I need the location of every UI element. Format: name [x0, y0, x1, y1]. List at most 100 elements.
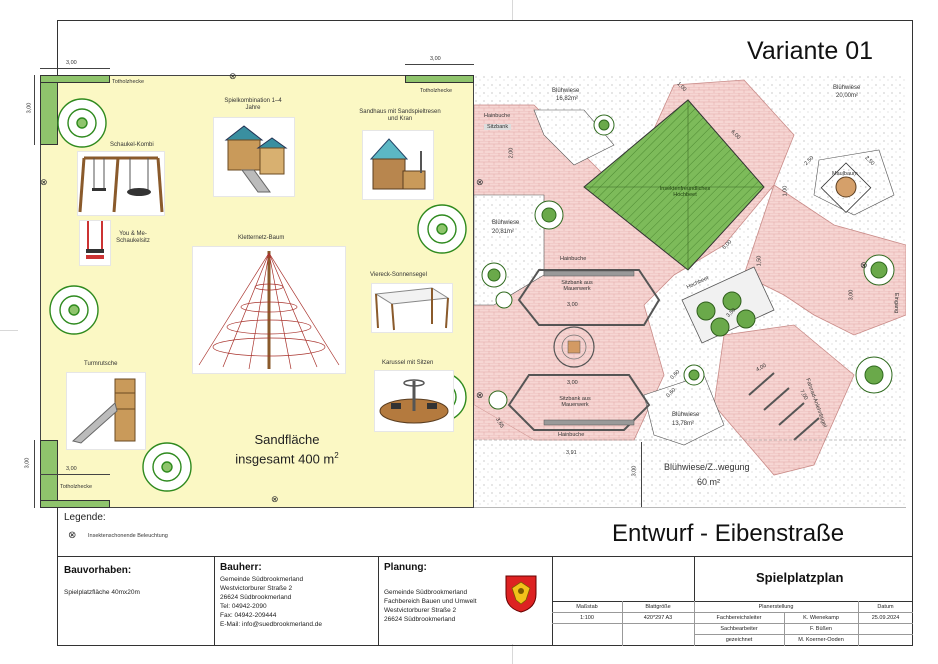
dim-bottom-v: 3,00 — [24, 457, 31, 469]
tb-hline-1 — [552, 601, 913, 602]
dim-line-top-right — [405, 64, 474, 65]
tb-r1-date: 25.09.2024 — [871, 615, 900, 621]
label-hainbuche-3: Hainbuche — [558, 432, 585, 438]
dim-line-bottom-v — [34, 440, 35, 508]
tb-table-col-line — [858, 601, 859, 646]
tb-divider-2 — [378, 556, 379, 646]
legend-title: Legende: — [64, 512, 106, 523]
dim-line-top-left — [40, 68, 110, 69]
tb-r3-label: gezeichnet — [725, 637, 753, 643]
dim-200: 2,00 — [508, 147, 515, 159]
hedge-label-bottom-left: Totholzhecke — [60, 484, 93, 490]
label-hainbuche-2: Hainbuche — [560, 256, 587, 262]
label-eingang: Eingang — [893, 292, 900, 314]
hedge-label-top-left: Totholzhecke — [112, 79, 145, 85]
sand-area-line2-wrap: insgesamt 400 m2 — [222, 448, 352, 467]
equipment-schaukel-label: Schaukel-Kombi — [110, 142, 154, 148]
hedge-strip-top-left — [40, 75, 110, 83]
tb-planung-label: Planung: — [384, 562, 427, 573]
tb-table-col-line — [622, 601, 623, 646]
sand-area-sup: 2 — [334, 451, 339, 460]
light-marker-bottom: ⊗ — [271, 494, 279, 504]
equipment-karussell-image — [374, 370, 454, 432]
tb-plan-title: Spielplatzplan — [756, 570, 844, 585]
label-bluehwiese-2: Blühwiese — [833, 85, 861, 91]
equipment-you-me-label: You & Me-Schaukelsitz — [116, 231, 150, 244]
tb-bauherr-line: Tel: 04942-2090 — [220, 603, 267, 610]
tb-v-massstab: 1:100 — [580, 615, 594, 621]
label-bluehwiese-4: Blühwiese — [672, 412, 700, 418]
equipment-turmrutsche-image — [66, 372, 146, 450]
tb-h-blattgroesse: Blattgröße — [645, 604, 671, 610]
page-subtitle: Entwurf - Eibenstraße — [612, 520, 845, 547]
hedge-label-top-right: Totholzhecke — [420, 88, 453, 94]
label-bluehwiese-4-area: 13,78m² — [672, 421, 695, 427]
page-title: Variante 01 — [747, 37, 874, 65]
hedge-strip-top-right — [405, 75, 474, 83]
tb-table-row-line — [552, 623, 913, 624]
equipment-turmrutsche-label: Turmrutsche — [84, 361, 118, 367]
label-bluehwiese-2-area: 20,00m² — [836, 93, 859, 99]
equipment-kletternetz-image — [192, 246, 346, 374]
tb-h-datum: Datum — [877, 604, 894, 610]
dim-100-b: 1,00 — [782, 185, 789, 197]
equipment-spielkombination-label: Spielkombination 1–4 Jahre — [224, 98, 282, 111]
label-hainbuche-1: Hainbuche — [484, 113, 511, 119]
tb-bauherr-label: Bauherr: — [220, 562, 262, 573]
title-block — [57, 556, 913, 646]
dim-left-v: 3,00 — [26, 102, 33, 114]
sand-area-line2: insgesamt 400 m — [235, 451, 335, 467]
tb-h-planerstellung: Planerstellung — [758, 604, 794, 610]
tb-planung-line: Westvictorburer Straße 2 — [384, 607, 457, 614]
label-bewegung-1: Blühwiese/Z..wegung — [664, 462, 750, 472]
tb-bauherr-line: E-Mail: info@suedbrookmerland.de — [220, 621, 322, 628]
equipment-schaukel-image — [77, 151, 165, 216]
equipment-sonnensegel-label: Viereck-Sonnensegel — [370, 272, 427, 278]
equipment-you-me-image — [79, 220, 111, 266]
equipment-kletternetz-label: Kletternetz-Baum — [238, 235, 285, 241]
label-sitzbank-mauer-2: Sitzbank aus Mauerwerk — [559, 396, 591, 408]
dim-line-bottom-right-v — [641, 442, 642, 507]
tb-h-massstab: Maßstab — [576, 604, 598, 610]
dim-bottom-right-v: 3,00 — [631, 465, 638, 477]
dim-300-c2: 3,00 — [567, 380, 578, 386]
equipment-karussell-label: Karussel mit Sitzen — [382, 360, 434, 366]
tb-table-row-line — [694, 634, 913, 635]
hedge-strip-bottom-left — [40, 500, 110, 508]
label-bluehwiese-3-area: 20,81m² — [492, 229, 515, 235]
label-sitzbank: Sitzbank — [484, 124, 512, 130]
equipment-spielkombination-image — [213, 117, 295, 197]
tb-bauherr-lines: Gemeinde Südbrookmerland Westvictorburer… — [220, 575, 322, 629]
tb-planung-lines: Gemeinde Südbrookmerland Fachbereich Bau… — [384, 588, 477, 624]
label-bluehwiese-3: Blühwiese — [492, 220, 520, 226]
dim-300-right: 3,00 — [848, 289, 855, 301]
tb-r1-value: K. Wienekamp — [803, 615, 839, 621]
tb-bauvorhaben-value: Spielplatzfläche 40mx20m — [64, 589, 140, 596]
legend-light-icon: ⊗ — [68, 530, 77, 541]
tb-table-col-line — [784, 612, 785, 646]
light-marker-right-3: ⊗ — [860, 260, 868, 270]
equipment-sandhaus-label: Sandhaus mit Sandspieltresen und Kran — [359, 109, 441, 122]
tb-r2-label: Sachbearbeiter — [720, 626, 758, 632]
tb-bauvorhaben-label: Bauvorhaben: — [64, 565, 132, 576]
tb-divider-4 — [694, 556, 695, 601]
tb-planung-line: Fachbereich Bauen und Umwelt — [384, 598, 477, 605]
tb-table-row-line — [552, 612, 913, 613]
tb-bauherr-line: Fax: 04942-209444 — [220, 612, 277, 619]
light-marker-left: ⊗ — [40, 177, 48, 187]
tb-v-blattgroesse: 420*297 A3 — [643, 615, 673, 621]
dim-bottom-left: 3,00 — [66, 466, 77, 472]
dim-top-right: 3,00 — [430, 56, 441, 62]
fold-line-vertical-bottom — [512, 644, 513, 664]
dim-line-left-v — [34, 75, 35, 145]
fold-line-left — [0, 330, 18, 331]
sand-area-label: Sandfläche insgesamt 400 m2 — [222, 432, 352, 467]
dim-391: 3,91 — [566, 450, 577, 456]
legend-item: Insektenschonende Beleuchtung — [88, 533, 168, 539]
equipment-sandhaus-image — [362, 130, 434, 200]
dim-line-bottom-left — [40, 474, 110, 475]
label-bluehwiese-1: Blühwiese — [552, 88, 580, 94]
label-insekten: Insektenfreundliches Hochbeet — [659, 186, 711, 198]
tb-bauherr-line: Gemeinde Südbrookmerland — [220, 576, 304, 583]
